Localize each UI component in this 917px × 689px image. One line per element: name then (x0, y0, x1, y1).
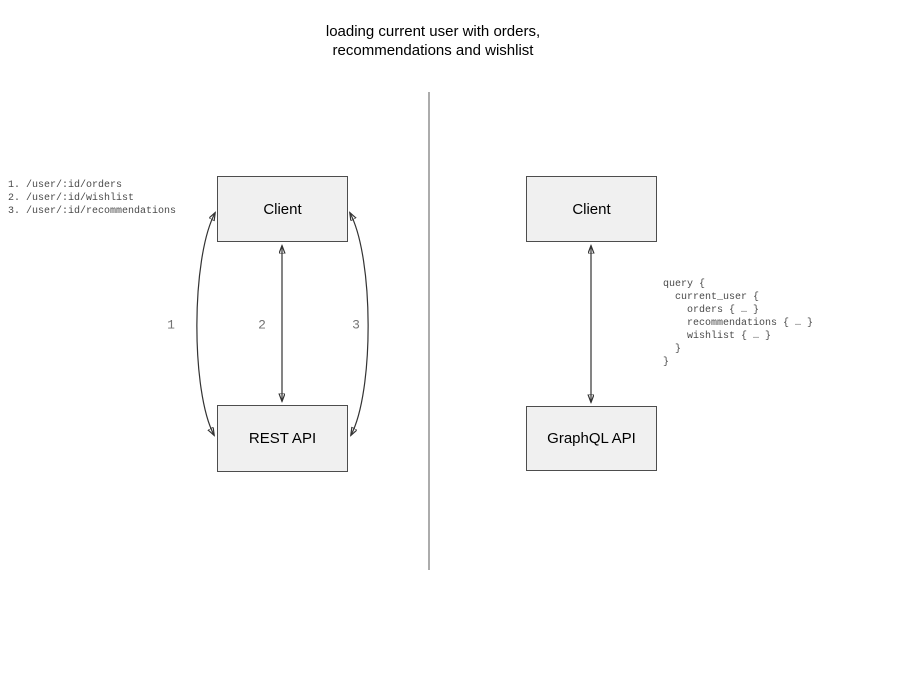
rest-endpoints-list: 1. /user/:id/orders 2. /user/:id/wishlis… (8, 180, 177, 217)
arrow-label-3: 3 (352, 317, 360, 333)
diagram-title: loading current user with orders, recomm… (325, 23, 541, 59)
arrow-label-2: 2 (258, 317, 266, 333)
arrow-label-1: 1 (167, 317, 175, 333)
rest-client-box: Client (217, 176, 348, 242)
rest-api-label: REST API (248, 430, 317, 447)
graphql-api-box: GraphQL API (526, 406, 657, 471)
rest-client-label: Client (263, 200, 302, 218)
graphql-query-snippet: query { current_user { orders { … } reco… (663, 279, 814, 368)
rest-api-box: REST API (217, 405, 348, 472)
graphql-client-box: Client (526, 176, 657, 242)
graphql-api-label: GraphQL API (547, 430, 636, 447)
graphql-client-label: Client (572, 200, 611, 218)
rest-arrow-orders (196, 213, 215, 435)
